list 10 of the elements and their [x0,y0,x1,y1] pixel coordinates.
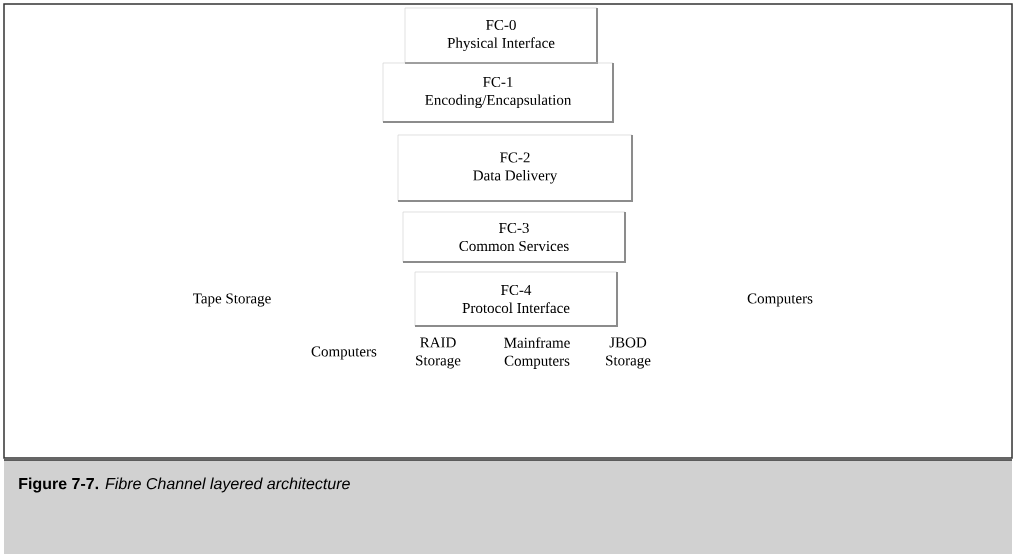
device-label: Tape Storage [193,293,271,307]
device-label: Computers [747,293,813,307]
layer-box: FC-1 Encoding/Encapsulation [382,62,614,123]
layer-box: FC-0 Physical Interface [404,7,598,64]
layer-box: FC-4 Protocol Interface [414,271,618,327]
device-label: JBOD Storage [606,337,651,369]
layer-box: FC-3 Common Services [402,211,626,263]
device-label: Computers [311,346,377,360]
layer-box: FC-2 Data Delivery [397,134,633,202]
caption-band: Figure 7-7. Fibre Channel layered architecture [3,459,1013,554]
